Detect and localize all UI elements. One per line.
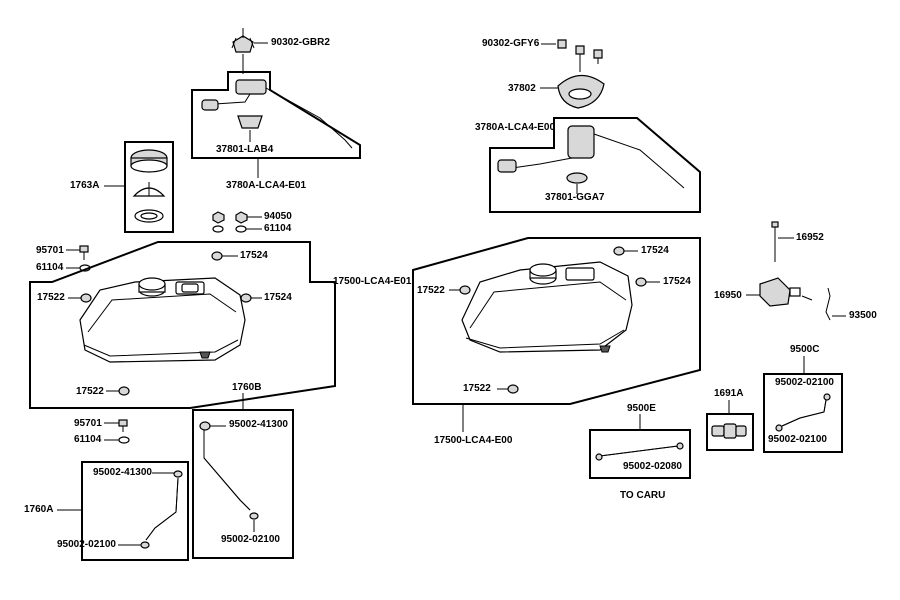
label-61104-left: 61104 <box>36 262 64 273</box>
grommet-17522-l1 <box>80 293 92 303</box>
grommet-17524-r1 <box>613 246 625 256</box>
fuel-pump-sender-gga7 <box>497 125 685 189</box>
hose-9500e <box>595 442 684 461</box>
label-95701-left: 95701 <box>36 245 64 256</box>
label-1760a: 1760A <box>24 504 54 515</box>
fuel-tank-17500-lca4-e00 <box>461 261 633 353</box>
frame-1691a <box>706 413 754 451</box>
label-17522-l2: 17522 <box>76 386 104 397</box>
label-95002-41300-b: 95002-41300 <box>229 419 288 430</box>
nuts-94050 <box>212 211 248 224</box>
bolt-95701-left <box>79 245 89 260</box>
grommet-17522-r1 <box>459 285 471 295</box>
screws-90302-gfy6 <box>541 39 603 64</box>
grommet-17524-l1 <box>211 251 223 261</box>
label-1763a: 1763A <box>70 180 100 191</box>
label-95701-low: 95701 <box>74 418 102 429</box>
frame-1763a <box>124 141 174 233</box>
label-17524-r1: 17524 <box>641 245 669 256</box>
frame-3780a-lca4-e00 <box>489 117 701 213</box>
label-16952: 16952 <box>796 232 824 243</box>
label-37802: 37802 <box>508 83 536 94</box>
label-95002-02100-a: 95002-02100 <box>57 539 116 550</box>
label-1760b: 1760B <box>232 382 262 393</box>
fuel-cap-1763a <box>130 149 168 223</box>
fuel-filter-1691a <box>711 423 747 439</box>
label-95002-02080: 95002-02080 <box>623 461 682 472</box>
hose-1760a <box>140 470 183 549</box>
grommet-17524-l2 <box>240 293 252 303</box>
frame-9500c <box>763 373 843 453</box>
washer-61104-low <box>118 436 130 444</box>
label-93500: 93500 <box>849 310 877 321</box>
label-90302-gbr2: 90302-GBR2 <box>271 37 330 48</box>
label-1691a: 1691A <box>714 388 744 399</box>
label-61104-top: 61104 <box>264 223 292 234</box>
frame-17500-lca4-e00 <box>412 237 701 405</box>
grommet-17522-l2 <box>118 386 130 396</box>
bolt-90302-gbr2 <box>231 28 268 53</box>
label-95002-02100-c1: 95002-02100 <box>775 377 834 388</box>
label-95002-41300-a: 95002-41300 <box>93 467 152 478</box>
washers-61104 <box>212 225 247 233</box>
label-17500-lca4-e00: 17500-LCA4-E00 <box>434 435 513 446</box>
label-17524-r2: 17524 <box>663 276 691 287</box>
label-61104-low: 61104 <box>74 434 102 445</box>
hose-9500c <box>775 393 831 432</box>
label-17500-lca4-e01: 17500-LCA4-E01 <box>333 276 412 287</box>
fuel-cock-16950 <box>759 221 801 307</box>
frame-9500e <box>589 429 691 479</box>
label-17522-r1: 17522 <box>417 285 445 296</box>
frame-1760a <box>81 461 189 561</box>
clamp-93500 <box>801 287 831 321</box>
label-9500e: 9500E <box>627 403 656 414</box>
grommet-17522-r2 <box>507 384 519 394</box>
label-16950: 16950 <box>714 290 742 301</box>
fuel-pump-sender-lab4 <box>201 79 353 149</box>
label-to-caru: TO CARU <box>620 490 666 501</box>
bolt-95701-low <box>118 419 128 432</box>
label-95002-02100-c2: 95002-02100 <box>768 434 827 445</box>
label-95002-02100-b: 95002-02100 <box>221 534 280 545</box>
fuel-tank-17500-lca4-e01 <box>79 277 246 363</box>
label-37801-lab4: 37801-LAB4 <box>216 144 274 155</box>
label-17522-l1: 17522 <box>37 292 65 303</box>
label-9500c: 9500C <box>790 344 820 355</box>
label-94050: 94050 <box>264 211 292 222</box>
label-17524-l1: 17524 <box>240 250 268 261</box>
label-37801-gga7: 37801-GGA7 <box>545 192 605 203</box>
label-17524-l2: 17524 <box>264 292 292 303</box>
retainer-37802 <box>557 74 605 109</box>
label-17522-r2: 17522 <box>463 383 491 394</box>
label-3780a-lca4-e00: 3780A-LCA4-E00 <box>475 122 556 133</box>
label-90302-gfy6: 90302-GFY6 <box>482 38 540 49</box>
hose-1760b <box>199 421 259 520</box>
label-3780a-lca4-e01: 3780A-LCA4-E01 <box>226 180 307 191</box>
grommet-17524-r2 <box>635 277 647 287</box>
frame-1760b <box>192 409 294 559</box>
